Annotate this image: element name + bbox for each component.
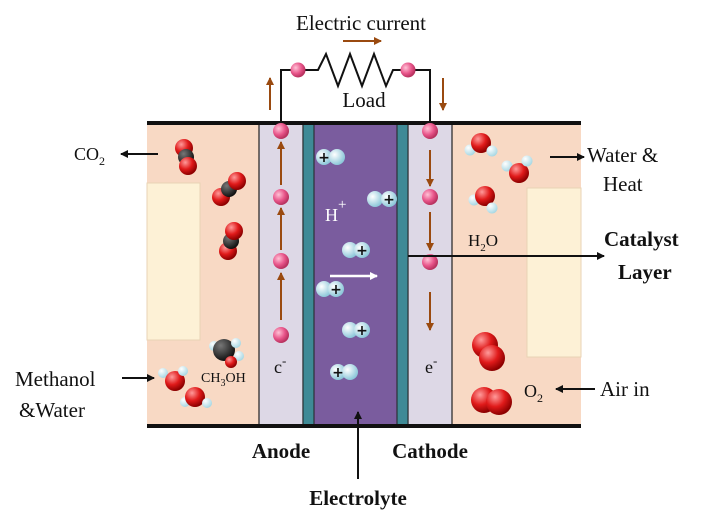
cathode-electron-label: e-	[425, 353, 437, 377]
svg-text:+: +	[383, 192, 395, 208]
catalyst-layer-label-line1: Catalyst	[604, 227, 679, 251]
anode-label: Anode	[252, 439, 310, 463]
co2-molecule	[212, 172, 246, 206]
water-heat-label-line2: Heat	[603, 172, 643, 196]
cathode-diffusion-layer	[526, 187, 582, 358]
cathode-electrons	[422, 123, 438, 331]
load-label: Load	[342, 88, 386, 112]
anode-electrons	[273, 123, 289, 343]
water-molecule	[180, 387, 212, 408]
electron	[273, 123, 289, 139]
water-molecule	[501, 155, 533, 183]
electrolyte-membrane	[313, 122, 398, 427]
protons: + + + + + +	[316, 149, 397, 381]
proton: +	[342, 242, 370, 259]
methanol-molecule	[209, 338, 244, 368]
water-heat-label-line1: Water &	[587, 143, 658, 167]
anode-diffusion-layer	[146, 182, 201, 341]
o2-molecule	[472, 332, 505, 371]
water-molecules	[464, 133, 533, 214]
circuit-electron-left	[290, 62, 306, 78]
anode-electron-label: c-	[274, 353, 286, 377]
load-resistor	[298, 51, 408, 89]
water-molecule	[158, 366, 188, 391]
membrane-edge-left	[302, 122, 315, 427]
svg-text:+: +	[318, 150, 330, 166]
methanol-water-label-line1: Methanol	[15, 367, 96, 391]
electrolyte-label: Electrolyte	[309, 486, 407, 510]
water-molecule	[464, 133, 498, 157]
co2-molecules	[175, 139, 246, 260]
o2-molecule	[471, 387, 512, 415]
proton: +	[316, 281, 344, 298]
svg-text:+: +	[356, 323, 368, 339]
electron	[273, 253, 289, 269]
co2-label: CO2	[74, 144, 105, 168]
electric-current-label: Electric current	[296, 11, 426, 35]
electron	[273, 327, 289, 343]
electron	[422, 254, 438, 270]
membrane-edge-right	[396, 122, 409, 427]
co2-molecule	[175, 139, 197, 175]
water-molecule	[468, 186, 498, 214]
proton: +	[367, 191, 397, 208]
proton: +	[330, 364, 358, 381]
o2-label: O2	[524, 381, 543, 405]
electron	[273, 189, 289, 205]
methanol-water-label-line2: &Water	[19, 398, 85, 422]
electron	[422, 189, 438, 205]
catalyst-layer-label-line2: Layer	[618, 260, 672, 284]
electron	[422, 123, 438, 139]
co2-molecule	[219, 222, 243, 260]
cathode-label: Cathode	[392, 439, 468, 463]
svg-text:+: +	[332, 365, 344, 381]
circuit-electron-right	[400, 62, 416, 78]
svg-text:+: +	[356, 243, 368, 259]
proton: +	[316, 149, 345, 166]
air-in-label: Air in	[600, 377, 650, 401]
ch3oh-label: CH3OH	[201, 371, 246, 389]
o2-molecules	[471, 332, 512, 415]
methanol-molecules	[158, 338, 244, 408]
h2o-label: H2O	[468, 231, 498, 254]
svg-text:+: +	[330, 282, 342, 298]
h-plus-label: H+	[325, 197, 346, 225]
proton: +	[342, 322, 370, 339]
